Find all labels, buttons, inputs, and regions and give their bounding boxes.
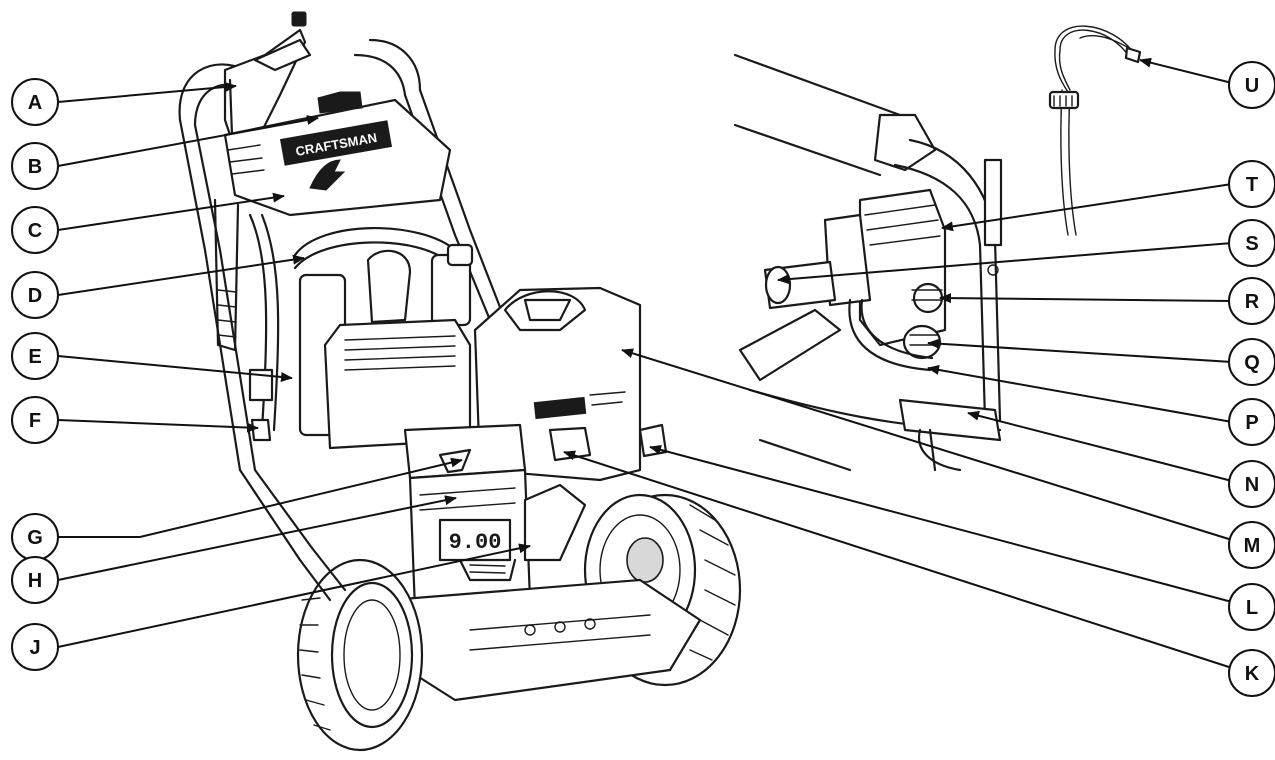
pressure-washer-illustration: CRAFTSMAN 9.00 <box>178 11 742 752</box>
leader-u <box>1139 57 1233 84</box>
svg-text:J: J <box>29 637 40 659</box>
svg-text:C: C <box>28 220 42 242</box>
svg-text:D: D <box>28 285 42 307</box>
svg-text:B: B <box>28 156 42 178</box>
leader-m <box>621 348 1233 541</box>
engine-badge: 9.00 <box>449 530 502 555</box>
svg-text:E: E <box>28 346 41 368</box>
leader-r <box>939 293 1233 304</box>
leader-j <box>57 543 531 648</box>
callout-g: G <box>11 513 59 561</box>
svg-text:A: A <box>28 92 42 114</box>
leader-s <box>777 242 1233 285</box>
leader-a <box>57 82 237 103</box>
leader-n <box>967 410 1233 482</box>
callout-l: L <box>1228 583 1275 631</box>
svg-text:K: K <box>1245 663 1260 685</box>
callout-u: U <box>1228 61 1275 109</box>
callout-d: D <box>11 271 59 319</box>
pump-detail-inset <box>733 53 1003 472</box>
chemical-hose-illustration <box>1048 25 1142 236</box>
callout-p: P <box>1228 398 1275 446</box>
leader-c <box>57 192 285 231</box>
callout-a: A <box>11 78 59 126</box>
callout-s: S <box>1228 219 1275 267</box>
leader-lines <box>57 57 1233 669</box>
leader-t <box>941 183 1233 232</box>
callout-k: K <box>1228 649 1275 697</box>
svg-text:S: S <box>1245 233 1258 255</box>
leader-q <box>927 338 1233 363</box>
callout-labels: A B C D E F G H J K L M N P Q R S T U <box>11 61 1275 697</box>
svg-text:L: L <box>1246 597 1258 619</box>
leader-g <box>58 457 463 538</box>
svg-text:R: R <box>1245 291 1260 313</box>
svg-text:F: F <box>29 410 41 432</box>
svg-text:P: P <box>1245 412 1258 434</box>
leader-l <box>649 444 1233 603</box>
callout-j: J <box>11 623 59 671</box>
leader-d <box>57 254 305 296</box>
callout-e: E <box>11 332 59 380</box>
callout-c: C <box>11 206 59 254</box>
callout-q: Q <box>1228 338 1275 386</box>
spray-gun <box>223 11 312 152</box>
callout-h: H <box>11 556 59 604</box>
callout-r: R <box>1228 277 1275 325</box>
leader-e <box>57 355 293 382</box>
svg-text:Q: Q <box>1244 352 1260 374</box>
svg-text:T: T <box>1246 174 1258 196</box>
callout-f: F <box>11 396 59 444</box>
svg-text:H: H <box>28 570 42 592</box>
callout-n: N <box>1228 460 1275 508</box>
svg-text:N: N <box>1245 474 1259 496</box>
svg-text:M: M <box>1244 535 1261 557</box>
leader-f <box>57 419 259 433</box>
leader-h <box>57 495 457 581</box>
leader-p <box>927 365 1233 423</box>
callout-m: M <box>1228 521 1275 569</box>
callout-b: B <box>11 142 59 190</box>
callout-t: T <box>1228 160 1275 208</box>
leader-b <box>57 115 319 167</box>
svg-text:G: G <box>27 527 43 549</box>
svg-text:U: U <box>1245 75 1259 97</box>
leader-k <box>563 450 1233 669</box>
